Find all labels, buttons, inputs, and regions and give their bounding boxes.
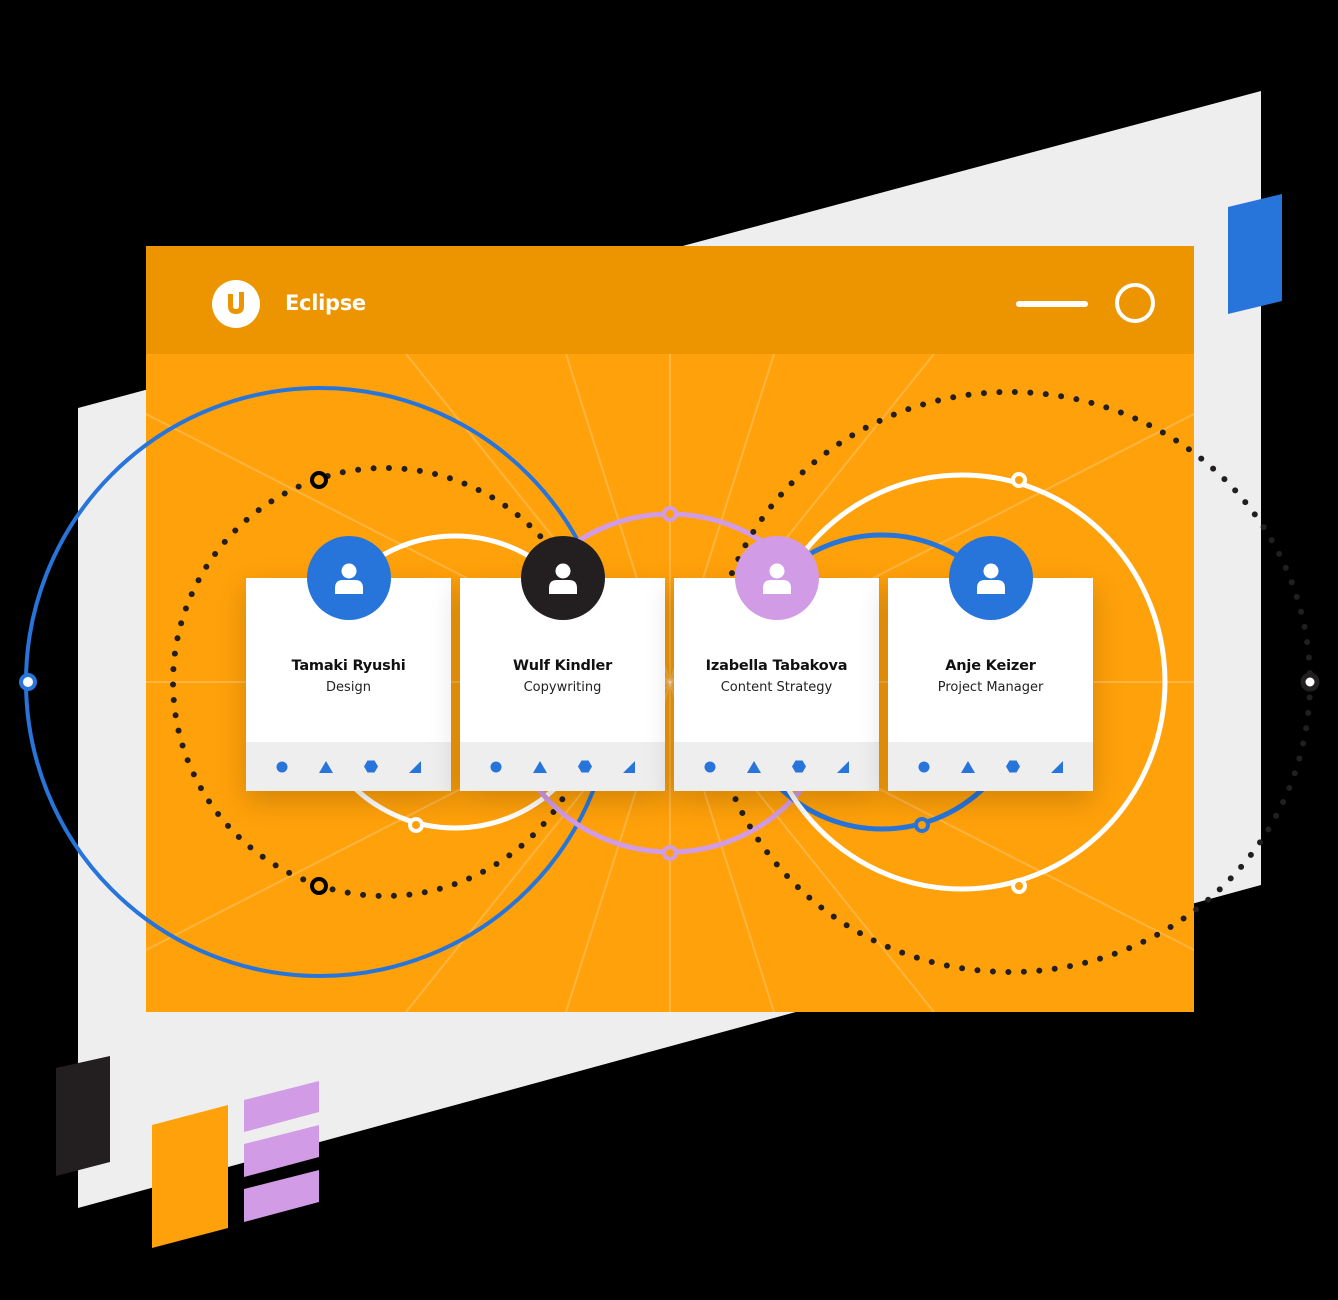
user-icon xyxy=(763,563,791,594)
hexagon-icon[interactable] xyxy=(363,759,379,775)
card-footer xyxy=(460,742,665,791)
title-bar: Eclipse xyxy=(146,246,1194,354)
app-title: Eclipse xyxy=(285,291,366,315)
triangle-icon[interactable] xyxy=(746,759,762,775)
member-role: Copywriting xyxy=(523,680,602,695)
member-name: Anje Keizer xyxy=(945,658,1036,674)
user-icon xyxy=(549,563,577,594)
corner-triangle-icon[interactable] xyxy=(1049,759,1065,775)
black-accent-block xyxy=(56,1056,110,1176)
user-icon xyxy=(335,563,363,594)
maximize-button[interactable] xyxy=(1115,283,1155,323)
hexagon-icon[interactable] xyxy=(791,759,807,775)
minimize-button[interactable] xyxy=(1016,301,1088,307)
triangle-icon[interactable] xyxy=(318,759,334,775)
team-card[interactable]: Anje Keizer Project Manager xyxy=(888,536,1093,791)
lilac-bar-1 xyxy=(244,1081,319,1132)
circle-icon[interactable] xyxy=(916,759,932,775)
avatar[interactable] xyxy=(307,536,391,620)
blue-accent-block xyxy=(1228,194,1282,314)
member-name: Izabella Tabakova xyxy=(705,658,848,674)
avatar[interactable] xyxy=(521,536,605,620)
member-name: Wulf Kindler xyxy=(512,658,613,674)
hexagon-icon[interactable] xyxy=(577,759,593,775)
triangle-icon[interactable] xyxy=(960,759,976,775)
avatar[interactable] xyxy=(735,536,819,620)
hexagon-icon[interactable] xyxy=(1005,759,1021,775)
corner-triangle-icon[interactable] xyxy=(407,759,423,775)
app-logo-icon[interactable] xyxy=(212,280,260,328)
triangle-icon[interactable] xyxy=(532,759,548,775)
card-footer xyxy=(674,742,879,791)
card-footer xyxy=(246,742,451,791)
circle-icon[interactable] xyxy=(274,759,290,775)
member-role: Design xyxy=(326,680,371,695)
member-role: Project Manager xyxy=(937,680,1044,695)
member-name: Tamaki Ryushi xyxy=(291,658,406,674)
team-card[interactable]: Wulf Kindler Copywriting xyxy=(460,536,665,791)
avatar[interactable] xyxy=(949,536,1033,620)
orange-accent-block xyxy=(152,1105,228,1248)
lilac-bar-3 xyxy=(244,1170,319,1222)
circle-icon[interactable] xyxy=(488,759,504,775)
member-role: Content Strategy xyxy=(720,680,833,695)
user-icon xyxy=(977,563,1005,594)
card-footer xyxy=(888,742,1093,791)
team-card[interactable]: Izabella Tabakova Content Strategy xyxy=(674,536,879,791)
u-logo-icon xyxy=(228,292,244,314)
circle-icon[interactable] xyxy=(702,759,718,775)
lilac-bar-2 xyxy=(244,1125,319,1177)
team-card[interactable]: Tamaki Ryushi Design xyxy=(246,536,451,791)
corner-triangle-icon[interactable] xyxy=(835,759,851,775)
corner-triangle-icon[interactable] xyxy=(621,759,637,775)
